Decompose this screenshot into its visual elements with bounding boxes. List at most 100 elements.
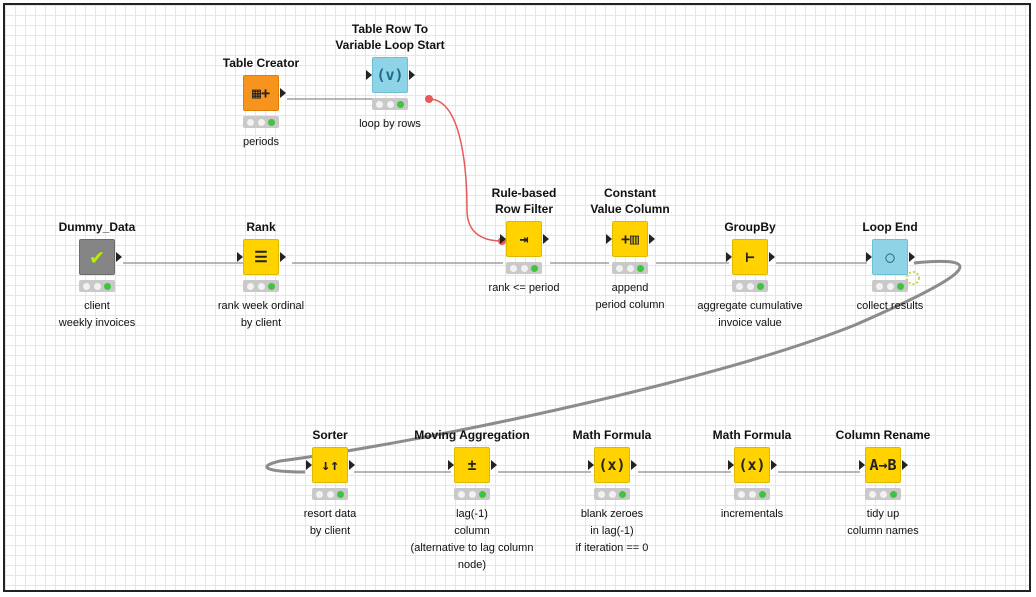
loop-end-icon[interactable]: ◯ bbox=[872, 239, 908, 275]
rank-icon[interactable]: ☰ bbox=[243, 239, 279, 275]
node-annotation: periods bbox=[242, 136, 280, 148]
loop-start-icon[interactable]: (v) bbox=[372, 57, 408, 93]
node-rule-based-row-filter[interactable]: Rule-based Row Filter⇥rank <= period bbox=[449, 185, 599, 297]
output-port[interactable] bbox=[902, 460, 908, 470]
status-light-yellow bbox=[886, 282, 894, 290]
input-port[interactable] bbox=[726, 252, 732, 262]
output-port[interactable] bbox=[769, 252, 775, 262]
status-light-green bbox=[104, 282, 112, 290]
node-title: Sorter bbox=[312, 428, 348, 442]
input-port[interactable] bbox=[606, 234, 612, 244]
node-annotation: append period column bbox=[595, 282, 665, 311]
column-rename-icon[interactable]: A→B bbox=[865, 447, 901, 483]
node-sorter[interactable]: Sorter ↓↑ resort data by client bbox=[255, 411, 405, 540]
output-port[interactable] bbox=[543, 234, 549, 244]
node-title: Dummy_Data bbox=[58, 220, 136, 234]
status-light-yellow bbox=[257, 118, 265, 126]
output-port[interactable] bbox=[771, 460, 777, 470]
output-port[interactable] bbox=[280, 88, 286, 98]
node-icon-row: A→B bbox=[808, 447, 958, 483]
status-light-red bbox=[246, 282, 254, 290]
node-math-formula-1[interactable]: Math Formula(x)blank zeroes in lag(-1) i… bbox=[537, 411, 687, 557]
status-light-green bbox=[619, 490, 627, 498]
status-traffic-light bbox=[872, 280, 908, 292]
node-annotation: lag(-1) column (alternative to lag colum… bbox=[410, 508, 534, 571]
node-moving-aggregation[interactable]: Moving Aggregation ± lag(-1) column (alter… bbox=[397, 411, 547, 574]
node-icon-row: ☰ bbox=[186, 239, 336, 275]
node-rank[interactable]: Rank☰rank week ordinal by client bbox=[186, 203, 336, 332]
input-port[interactable] bbox=[588, 460, 594, 470]
output-port[interactable] bbox=[409, 70, 415, 80]
node-math-formula-2[interactable]: Math Formula(x)incrementals bbox=[677, 411, 827, 523]
status-light-green bbox=[268, 118, 276, 126]
status-light-red bbox=[246, 118, 254, 126]
status-light-red bbox=[315, 490, 323, 498]
status-light-red bbox=[597, 490, 605, 498]
node-annotation: incrementals bbox=[720, 508, 784, 520]
output-port[interactable] bbox=[649, 234, 655, 244]
status-light-green bbox=[890, 490, 898, 498]
node-dummy-data[interactable]: Dummy_Data✔client weekly invoices bbox=[22, 203, 172, 332]
status-light-green bbox=[897, 282, 905, 290]
input-port[interactable] bbox=[448, 460, 454, 470]
status-light-green bbox=[759, 490, 767, 498]
status-traffic-light bbox=[312, 488, 348, 500]
input-port[interactable] bbox=[866, 252, 872, 262]
status-traffic-light bbox=[243, 280, 279, 292]
output-port[interactable] bbox=[349, 460, 355, 470]
status-traffic-light bbox=[732, 280, 768, 292]
node-table-creator[interactable]: Table Creator▦+periods bbox=[186, 39, 336, 151]
node-icon-row: (v) bbox=[315, 57, 465, 93]
output-port[interactable] bbox=[116, 252, 122, 262]
input-port[interactable] bbox=[728, 460, 734, 470]
node-constant-value-column[interactable]: Constant Value Column +▥ append period col… bbox=[555, 185, 705, 314]
status-traffic-light bbox=[865, 488, 901, 500]
input-port[interactable] bbox=[306, 460, 312, 470]
constant-column-icon[interactable]: +▥ bbox=[612, 221, 648, 257]
status-light-green bbox=[757, 282, 765, 290]
status-light-green bbox=[337, 490, 345, 498]
node-groupby[interactable]: GroupBy⊢aggregate cumulative invoice val… bbox=[675, 203, 825, 332]
groupby-icon[interactable]: ⊢ bbox=[732, 239, 768, 275]
node-title: Constant Value Column bbox=[590, 186, 670, 216]
status-light-red bbox=[375, 100, 383, 108]
node-title: Rule-based Row Filter bbox=[491, 186, 557, 216]
loop-end-flow-port[interactable] bbox=[906, 271, 920, 285]
output-port[interactable] bbox=[631, 460, 637, 470]
status-light-red bbox=[82, 282, 90, 290]
checkmark-icon[interactable]: ✔ bbox=[79, 239, 115, 275]
row-filter-icon[interactable]: ⇥ bbox=[506, 221, 542, 257]
node-annotation: resort data by client bbox=[303, 508, 357, 537]
status-light-red bbox=[875, 282, 883, 290]
status-light-yellow bbox=[386, 100, 394, 108]
status-light-red bbox=[737, 490, 745, 498]
moving-aggregation-icon[interactable]: ± bbox=[454, 447, 490, 483]
variable-wire[interactable] bbox=[428, 98, 503, 242]
status-light-red bbox=[457, 490, 465, 498]
status-traffic-light bbox=[372, 98, 408, 110]
node-table-row-to-variable-loop-start[interactable]: Table Row To Variable Loop Start(v)loop … bbox=[315, 21, 465, 133]
input-port[interactable] bbox=[237, 252, 243, 262]
input-port[interactable] bbox=[500, 234, 506, 244]
output-port[interactable] bbox=[491, 460, 497, 470]
status-light-yellow bbox=[468, 490, 476, 498]
node-annotation: collect results bbox=[856, 300, 924, 312]
math-formula-icon[interactable]: (x) bbox=[594, 447, 630, 483]
status-traffic-light bbox=[594, 488, 630, 500]
input-port[interactable] bbox=[366, 70, 372, 80]
variable-port-out[interactable] bbox=[425, 95, 433, 103]
connection-wire[interactable] bbox=[265, 259, 962, 474]
node-title: Column Rename bbox=[835, 428, 931, 442]
node-title: Moving Aggregation bbox=[414, 428, 530, 442]
math-formula-icon[interactable]: (x) bbox=[734, 447, 770, 483]
table-creator-icon[interactable]: ▦+ bbox=[243, 75, 279, 111]
node-loop-end[interactable]: Loop End◯collect results bbox=[815, 203, 965, 315]
output-port[interactable] bbox=[909, 252, 915, 262]
input-port[interactable] bbox=[859, 460, 865, 470]
sorter-icon[interactable]: ↓↑ bbox=[312, 447, 348, 483]
output-port[interactable] bbox=[280, 252, 286, 262]
status-light-yellow bbox=[93, 282, 101, 290]
status-light-green bbox=[637, 264, 645, 272]
